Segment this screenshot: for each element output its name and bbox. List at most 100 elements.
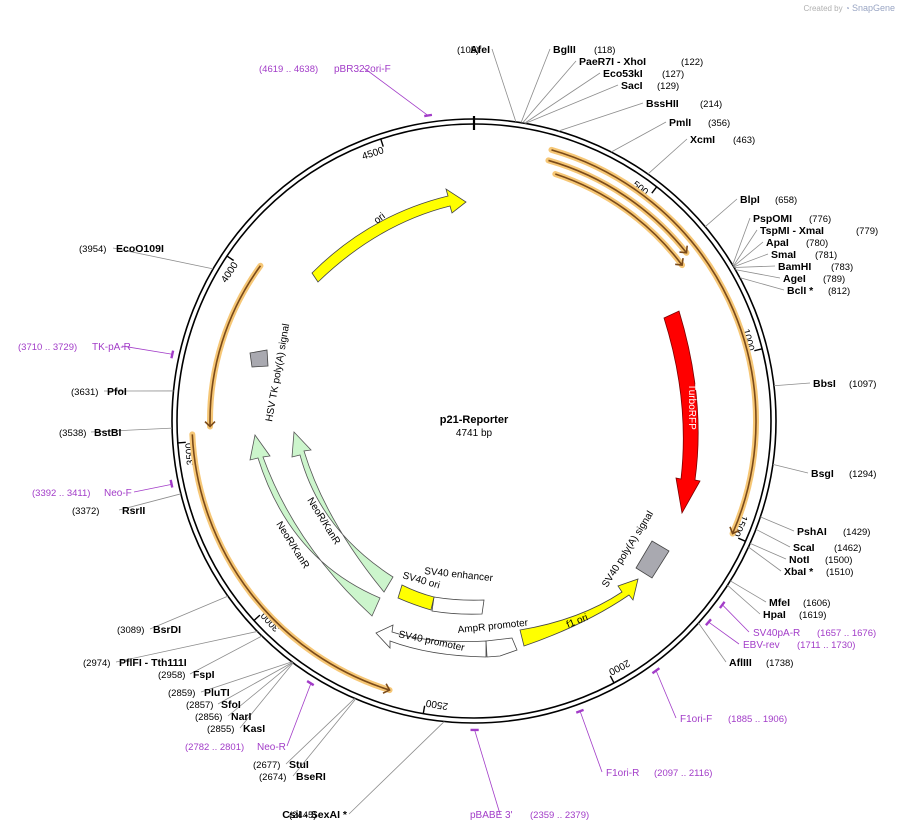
- restriction-site[interactable]: BstBI(3538): [59, 427, 122, 439]
- site-position: (2677): [253, 760, 280, 771]
- site-position: (1606): [803, 598, 830, 609]
- primer[interactable]: EBV-rev(1711 .. 1730): [704, 618, 856, 651]
- restriction-site[interactable]: AflIII(1738): [729, 657, 793, 669]
- feature-ampr-promoter[interactable]: [485, 637, 518, 658]
- site-leader-line: [735, 269, 781, 279]
- restriction-site[interactable]: TspMI - XmaI(779): [760, 225, 878, 237]
- restriction-site[interactable]: PspOMI(776): [753, 213, 831, 225]
- site-position: (1500): [825, 555, 852, 566]
- restriction-site[interactable]: XcmI(463): [690, 134, 755, 146]
- site-position: (3372): [72, 506, 99, 517]
- restriction-site[interactable]: EcoO109I(3954): [79, 243, 164, 255]
- site-name: PfoI: [107, 386, 127, 398]
- restriction-site[interactable]: PflFI - Tth111I(2974): [83, 657, 187, 669]
- site-name: PshAI: [797, 526, 827, 538]
- restriction-site[interactable]: PmlI(356): [669, 117, 730, 129]
- restriction-site[interactable]: HpaI(1619): [763, 609, 826, 621]
- orf-arc-2[interactable]: [548, 159, 688, 254]
- feature-sv40-polya[interactable]: [635, 540, 670, 579]
- feature-sv40-enhancer[interactable]: [431, 596, 485, 615]
- primer[interactable]: pBR322ori-F(4619 .. 4638): [259, 64, 433, 118]
- restriction-site[interactable]: BsgI(1294): [811, 468, 876, 480]
- restriction-site[interactable]: BlpI(658): [740, 194, 797, 206]
- restriction-site[interactable]: PaeR7I - XhoI(122): [579, 56, 703, 68]
- primer[interactable]: pBABE 3'(2359 .. 2379): [470, 728, 589, 821]
- primer[interactable]: F1ori-R(2097 .. 2116): [575, 708, 712, 779]
- restriction-site[interactable]: NotI(1500): [789, 554, 852, 566]
- restriction-site[interactable]: Eco53kI(127): [603, 68, 684, 80]
- restriction-site[interactable]: AgeI(789): [783, 273, 845, 285]
- restriction-site[interactable]: SacI(129): [621, 80, 679, 92]
- orf-arc-5[interactable]: [209, 265, 262, 427]
- site-position: (1294): [849, 469, 876, 480]
- restriction-site[interactable]: BssHII(214): [646, 98, 722, 110]
- restriction-site[interactable]: ScaI(1462): [793, 542, 861, 554]
- feature-f1-ori[interactable]: [519, 578, 639, 647]
- site-name: RsrII: [122, 505, 145, 517]
- site-position: (2859): [168, 688, 195, 699]
- restriction-site[interactable]: PluTI(2859): [168, 687, 230, 699]
- orf-arc-4[interactable]: [191, 434, 390, 691]
- restriction-site[interactable]: BsrDI(3089): [117, 624, 181, 636]
- restriction-site[interactable]: SmaI(781): [771, 249, 837, 261]
- restriction-site[interactable]: BglII (118): [553, 44, 615, 56]
- site-name: BamHI: [778, 261, 811, 273]
- site-position: (118): [594, 45, 615, 56]
- orf-group: [189, 146, 759, 694]
- restriction-site[interactable]: StuI(2677): [253, 759, 309, 771]
- restriction-site[interactable]: BseRI(2674): [259, 771, 326, 783]
- feature-neor-kanr-outer[interactable]: [249, 434, 381, 617]
- restriction-site[interactable]: PfoI(3631): [71, 386, 127, 398]
- site-position: (1510): [826, 567, 853, 578]
- restriction-site[interactable]: CsiI - SexAI *(2445): [282, 809, 348, 821]
- restriction-site[interactable]: RsrII (3372): [72, 505, 145, 517]
- feature-sv40-promoter[interactable]: [375, 624, 487, 658]
- restriction-site[interactable]: BamHI(783): [778, 261, 853, 273]
- restriction-site[interactable]: PshAI(1429): [797, 526, 870, 538]
- feature-neor-kanr-inner[interactable]: [291, 431, 394, 593]
- primer[interactable]: F1ori-F(1885 .. 1906): [651, 667, 787, 725]
- primer-leader-line: [363, 67, 429, 116]
- feature-ori[interactable]: [311, 188, 467, 283]
- site-leader-line: [217, 662, 293, 705]
- restriction-site[interactable]: NarI(2856): [195, 711, 252, 723]
- site-leader-line: [698, 622, 727, 663]
- primer-range: (1711 .. 1730): [797, 640, 855, 651]
- primer-name: Neo-F: [104, 488, 132, 499]
- restriction-site[interactable]: FspI(2958): [158, 669, 215, 681]
- primer[interactable]: Neo-F(3392 .. 3411): [32, 479, 174, 499]
- site-leader-line: [733, 241, 764, 267]
- orf-arc-5-arrowhead: [204, 421, 216, 428]
- feature-hsv-tk-polya[interactable]: [249, 349, 269, 368]
- primer[interactable]: Neo-R(2782 .. 2801): [185, 680, 315, 753]
- plasmid-length: 4741 bp: [456, 428, 493, 439]
- restriction-site[interactable]: BclI *(812): [787, 285, 850, 297]
- primer-leader-line: [286, 683, 312, 747]
- feature-sv40-ori[interactable]: [397, 584, 435, 611]
- restriction-site[interactable]: SfoI(2857): [186, 699, 241, 711]
- site-position: (3089): [117, 625, 144, 636]
- feature-turborfp[interactable]: [663, 310, 701, 515]
- orf-arc-1[interactable]: [551, 149, 757, 534]
- primer-leader-line: [722, 604, 750, 633]
- site-position: (105): [457, 45, 479, 56]
- site-name: BglII: [553, 44, 576, 56]
- primer[interactable]: SV40pA-R(1657 .. 1676): [718, 601, 876, 639]
- primer-range: (3710 .. 3729): [18, 342, 77, 353]
- site-position: (658): [775, 195, 797, 206]
- restriction-site[interactable]: AfeI(105): [457, 44, 490, 56]
- site-leader-line: [647, 138, 688, 175]
- site-name: BseRI: [296, 771, 326, 783]
- restriction-site[interactable]: ApaI(780): [766, 237, 828, 249]
- credit-prefix: Created by: [803, 4, 843, 13]
- site-name: MfeI: [769, 597, 790, 609]
- restriction-site[interactable]: KasI(2855): [207, 723, 265, 735]
- restriction-site[interactable]: MfeI (1606): [769, 597, 830, 609]
- orf-arc-3[interactable]: [555, 173, 683, 266]
- site-position: (781): [815, 250, 837, 261]
- site-position: (129): [657, 81, 679, 92]
- site-position: (1097): [849, 379, 876, 390]
- restriction-site[interactable]: BbsI(1097): [813, 378, 876, 390]
- restriction-site[interactable]: XbaI *(1510): [784, 566, 853, 578]
- primer[interactable]: TK-pA-R(3710 .. 3729): [18, 342, 175, 359]
